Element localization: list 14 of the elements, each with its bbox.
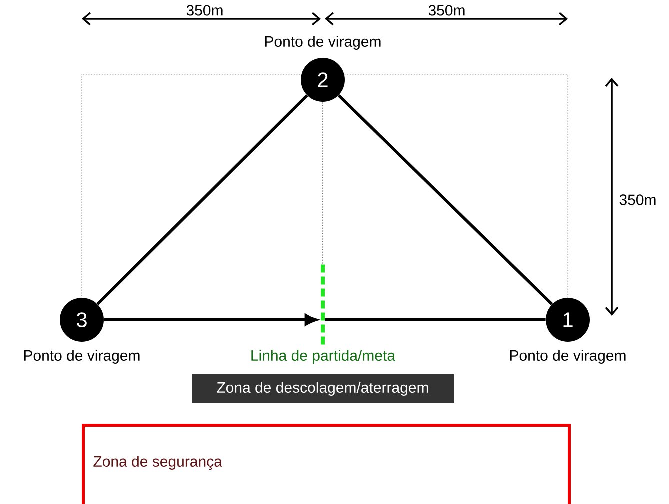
course-line <box>325 318 546 322</box>
takeoff-landing-zone-box: Zona de descolagem/aterragem <box>192 374 454 404</box>
safety-zone-box: Zona de segurança <box>82 424 571 504</box>
dimension-label: 350m <box>186 5 223 16</box>
waypoint-caption: Ponto de viragem <box>24 350 140 364</box>
waypoint-caption: Ponto de viragem <box>265 36 381 50</box>
start-finish-label: Linha de partida/meta <box>252 350 396 364</box>
dimension-label: 350m <box>620 194 656 206</box>
course-line <box>96 94 308 306</box>
course-line <box>338 94 554 306</box>
course-line <box>322 102 324 266</box>
start-finish-line <box>321 264 325 346</box>
waypoint-caption: Ponto de viragem <box>510 350 626 364</box>
dimension-label: 350m <box>428 5 465 16</box>
